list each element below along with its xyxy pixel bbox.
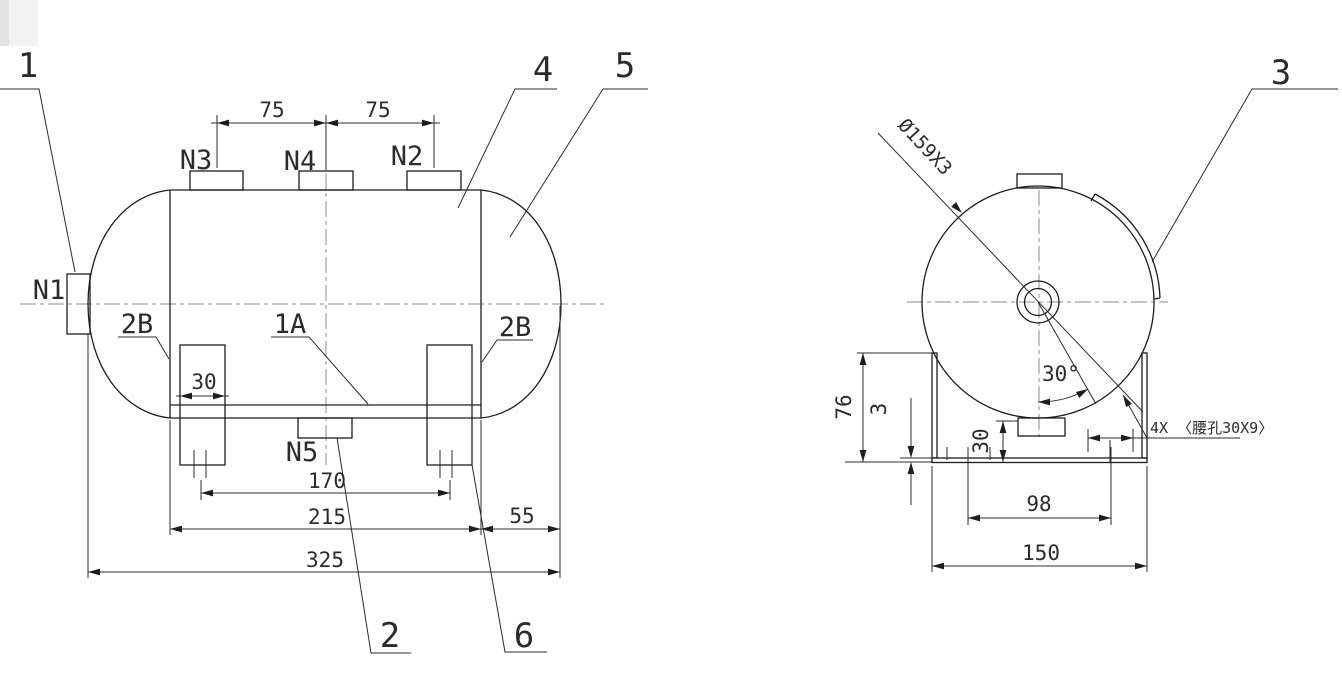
end-view: Ø159X3 30° 76 3 30 (832, 53, 1338, 572)
dim-nozzle-pitch: 75 75 (211, 98, 440, 170)
dim-plate-thickness-text: 3 (867, 403, 891, 416)
top-nozzle-stub (1016, 173, 1063, 189)
dim-base-width-text: 150 (1022, 541, 1060, 565)
nozzle-n3-stub (189, 170, 244, 191)
dim-pitch-right: 75 (365, 98, 390, 122)
nozzle-label-n4: N4 (284, 146, 317, 177)
dim-angle: 30° (1037, 301, 1097, 406)
dim-plate-thickness: 3 (867, 398, 932, 505)
bottom-nozzle-stub (1017, 417, 1066, 437)
left-leg-ticks (193, 450, 207, 478)
dim-leg-pitch-text: 170 (308, 469, 346, 493)
left-head (87, 189, 171, 419)
vessel-outline (66, 170, 562, 478)
dim-slot: 4X 〈腰孔30X9〉 (1088, 393, 1273, 442)
dim-angle-text: 30° (1042, 362, 1080, 386)
dim-leg-pitch: 170 (200, 469, 451, 500)
nozzle-label-n1: N1 (33, 275, 66, 306)
callout-5: 5 (615, 46, 635, 86)
callout-6: 6 (514, 616, 534, 656)
callout-4: 4 (533, 50, 553, 90)
right-saddle-leg (426, 344, 473, 466)
callout-1: 1 (18, 46, 38, 86)
side-view: 75 75 30 170 215 55 (0, 46, 648, 656)
left-saddle-leg (179, 344, 226, 466)
weld-ref-center: 1A (274, 309, 307, 340)
reinforcing-pad-arc (1090, 193, 1161, 300)
center-nozzle-inner (1023, 287, 1053, 317)
nozzle-label-n2: N2 (391, 141, 424, 172)
right-leg-ticks (439, 450, 453, 478)
weld-ref-labels: 2B 1A 2B (118, 309, 533, 405)
dim-overall-text: 325 (306, 548, 344, 572)
dim-overall-length: 325 (87, 306, 561, 578)
end-centerlines (907, 190, 1168, 437)
end-outline (921, 173, 1161, 464)
center-nozzle-outer (1016, 280, 1060, 324)
nozzle-n1-stub (66, 273, 91, 335)
nozzle-n2-stub (406, 170, 462, 191)
end-callouts: 3 (1151, 53, 1338, 263)
dim-base-width: 150 (931, 466, 1148, 572)
callout-2: 2 (380, 616, 400, 656)
nozzle-label-n5: N5 (286, 437, 319, 468)
dim-leg-width-text: 30 (191, 370, 216, 394)
dim-shell-and-head: 215 55 (169, 420, 560, 535)
weld-ref-left: 2B (121, 309, 154, 340)
page-corner-artifact (0, 0, 38, 46)
saddle-right-wall (1141, 352, 1148, 459)
side-callouts: 1 4 5 2 6 (0, 46, 648, 656)
dim-leg-width: 30 (176, 370, 229, 400)
dim-slot-pitch: 98 (967, 447, 1112, 525)
slot-note-text: 4X 〈腰孔30X9〉 (1150, 419, 1273, 437)
nozzle-n4-stub (298, 170, 354, 191)
dim-clearance-text: 30 (969, 428, 993, 453)
dim-saddle-height-text: 76 (832, 394, 856, 419)
dim-shell-length-text: 215 (308, 505, 346, 529)
dim-clearance: 30 (969, 420, 1018, 462)
base-slot-ticks (946, 429, 1134, 462)
weld-ref-right: 2B (499, 312, 532, 343)
saddle-base-plate (931, 457, 1148, 464)
dim-head-length-text: 55 (509, 504, 534, 528)
callout-3: 3 (1271, 53, 1291, 93)
dim-saddle-height: 76 (832, 352, 932, 463)
right-head (480, 189, 562, 419)
dim-shell-diameter: Ø159X3 (877, 114, 1144, 413)
nozzle-n5-stub (297, 417, 353, 439)
side-centerlines (20, 173, 605, 465)
nozzle-label-n3: N3 (180, 145, 213, 176)
saddle-left-wall (931, 352, 938, 459)
dim-slot-pitch-text: 98 (1026, 492, 1051, 516)
nozzle-labels: N1 N3 N4 N2 N5 (33, 141, 424, 468)
dim-shell-diameter-text: Ø159X3 (893, 114, 956, 179)
dim-pitch-left: 75 (259, 98, 284, 122)
